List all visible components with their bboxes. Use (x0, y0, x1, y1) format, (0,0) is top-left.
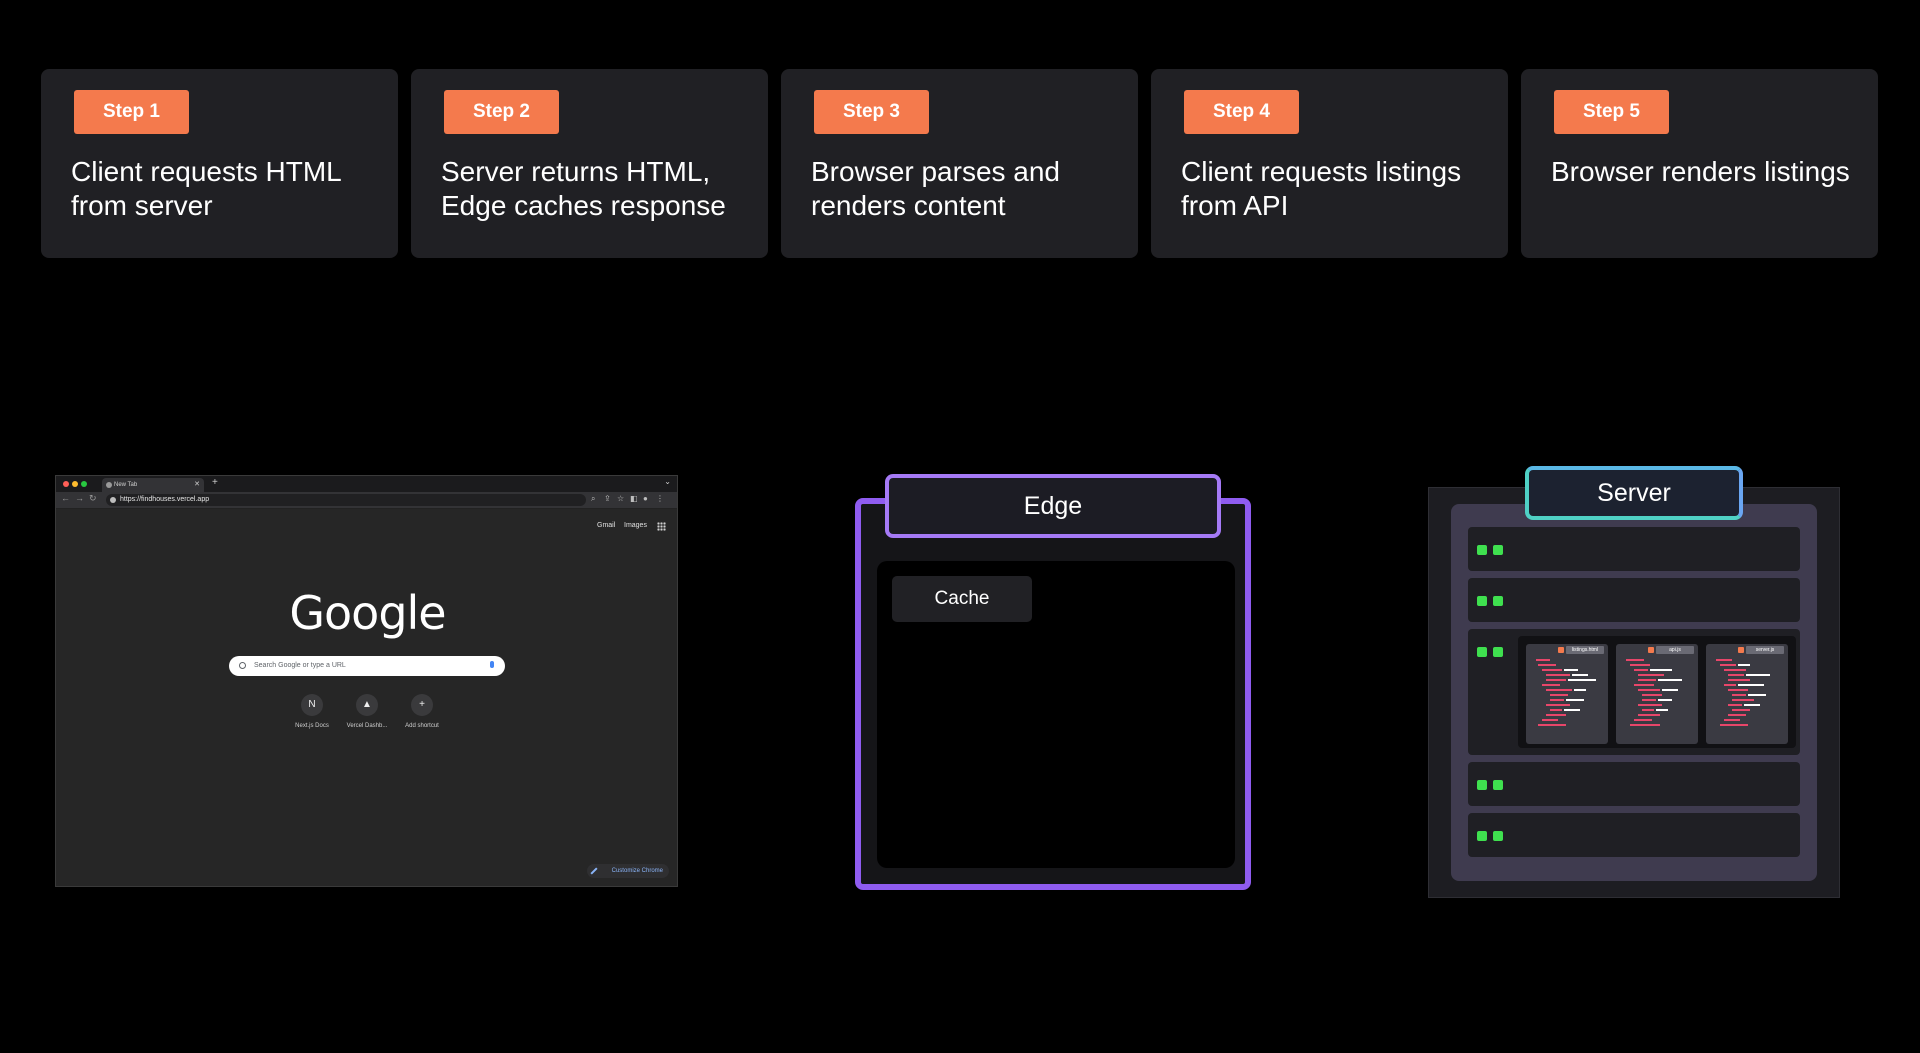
step-badge: Step 2 (444, 90, 559, 134)
customize-label: Customize Chrome (611, 868, 663, 874)
back-icon[interactable]: ← (61, 493, 70, 503)
site-info-icon[interactable] (110, 497, 116, 503)
status-led-icon (1493, 647, 1503, 657)
microphone-icon[interactable] (490, 661, 494, 668)
step-card-5: Step 5 Browser renders listings (1521, 69, 1878, 258)
step-description: Client requests HTML from server (71, 156, 341, 221)
status-led-icon (1493, 596, 1503, 606)
browser-tab[interactable]: New Tab ✕ (102, 478, 204, 492)
maximize-window-icon[interactable] (81, 481, 87, 487)
edge-content-area: Cache (877, 561, 1235, 868)
code-file-card: listings.html (1526, 644, 1608, 744)
images-link[interactable]: Images (624, 522, 647, 529)
rack-unit (1468, 578, 1800, 622)
step-card-1: Step 1 Client requests HTML from server (41, 69, 398, 258)
side-panel-icon[interactable]: ◧ (630, 494, 638, 503)
step-description: Browser renders listings (1551, 156, 1850, 187)
step-badge: Step 1 (74, 90, 189, 134)
zoom-icon[interactable]: ⌕ (591, 494, 596, 503)
close-window-icon[interactable] (63, 481, 69, 487)
code-file-title: api.js (1656, 646, 1694, 654)
url-field[interactable]: https://findhouses.vercel.app (106, 494, 586, 506)
server-rack: listings.html (1451, 504, 1817, 881)
cache-chip: Cache (892, 576, 1032, 622)
plus-icon: + (411, 694, 433, 716)
edge-node: Cache (855, 498, 1251, 890)
search-placeholder: Search Google or type a URL (254, 662, 346, 669)
file-icon (1648, 647, 1654, 653)
customize-chrome-button[interactable]: Customize Chrome (587, 864, 669, 878)
gmail-link[interactable]: Gmail (597, 522, 616, 529)
browser-window: New Tab ✕ + ⌄ ← → ↻ https://findhouses.v… (55, 475, 678, 887)
browser-tab-bar: New Tab ✕ + ⌄ (56, 476, 677, 492)
shortcut-label: Next.js Docs (295, 723, 329, 729)
step-card-4: Step 4 Client requests listings from API (1151, 69, 1508, 258)
status-led-icon (1477, 831, 1487, 841)
close-tab-icon[interactable]: ✕ (194, 481, 200, 488)
google-apps-icon[interactable] (657, 522, 666, 531)
code-file-card: server.js (1706, 644, 1788, 744)
server-node: listings.html (1428, 487, 1840, 898)
search-icon (239, 662, 246, 669)
pencil-icon (590, 867, 598, 875)
tab-favicon-icon (106, 482, 112, 488)
code-tray: listings.html (1518, 636, 1796, 748)
vercel-icon: ▲ (356, 694, 378, 716)
url-text: https://findhouses.vercel.app (120, 496, 210, 503)
new-tab-icon[interactable]: + (212, 477, 218, 488)
rack-unit (1468, 813, 1800, 857)
file-icon (1558, 647, 1564, 653)
share-icon[interactable]: ⇪ (604, 494, 611, 503)
step-description: Client requests listings from API (1181, 156, 1462, 221)
server-title: Server (1525, 466, 1743, 520)
rack-unit-active: listings.html (1468, 629, 1800, 755)
profile-icon[interactable]: ● (643, 494, 648, 503)
shortcut-add[interactable]: + Add shortcut (390, 694, 454, 729)
status-led-icon (1493, 545, 1503, 555)
code-file-card: api.js (1616, 644, 1698, 744)
status-led-icon (1477, 596, 1487, 606)
status-led-icon (1477, 545, 1487, 555)
bookmark-star-icon[interactable]: ☆ (617, 494, 625, 503)
status-led-icon (1477, 780, 1487, 790)
code-file-title: server.js (1746, 646, 1784, 654)
rack-unit (1468, 527, 1800, 571)
step-description: Browser parses and renders content (811, 156, 1061, 221)
status-led-icon (1493, 780, 1503, 790)
code-lines-graphic (1626, 659, 1682, 726)
step-badge: Step 4 (1184, 90, 1299, 134)
step-badge: Step 5 (1554, 90, 1669, 134)
status-led-icon (1493, 831, 1503, 841)
shortcut-vercel-dashboard[interactable]: ▲ Vercel Dashb... (335, 694, 399, 729)
nextjs-icon: N (301, 694, 323, 716)
step-description: Server returns HTML, Edge caches respons… (441, 156, 726, 221)
forward-icon[interactable]: → (75, 493, 84, 503)
file-icon (1738, 647, 1744, 653)
rack-unit (1468, 762, 1800, 806)
minimize-window-icon[interactable] (72, 481, 78, 487)
chevron-down-icon[interactable]: ⌄ (664, 477, 671, 486)
step-badge: Step 3 (814, 90, 929, 134)
code-lines-graphic (1536, 659, 1596, 726)
shortcut-label: Vercel Dashb... (346, 723, 388, 729)
edge-title: Edge (885, 474, 1221, 538)
code-lines-graphic (1716, 659, 1770, 726)
address-bar: ← → ↻ https://findhouses.vercel.app ⌕ ⇪ … (56, 492, 677, 509)
shortcut-label: Add shortcut (405, 723, 439, 729)
tab-title: New Tab (114, 482, 138, 488)
search-input[interactable]: Search Google or type a URL (229, 656, 505, 676)
shortcut-nextjs-docs[interactable]: N Next.js Docs (280, 694, 344, 729)
code-file-title: listings.html (1566, 646, 1604, 654)
step-card-3: Step 3 Browser parses and renders conten… (781, 69, 1138, 258)
status-led-icon (1477, 647, 1487, 657)
more-menu-icon[interactable]: ⋮ (656, 494, 664, 503)
reload-icon[interactable]: ↻ (89, 493, 97, 503)
step-card-2: Step 2 Server returns HTML, Edge caches … (411, 69, 768, 258)
google-logo: Google (289, 586, 446, 640)
